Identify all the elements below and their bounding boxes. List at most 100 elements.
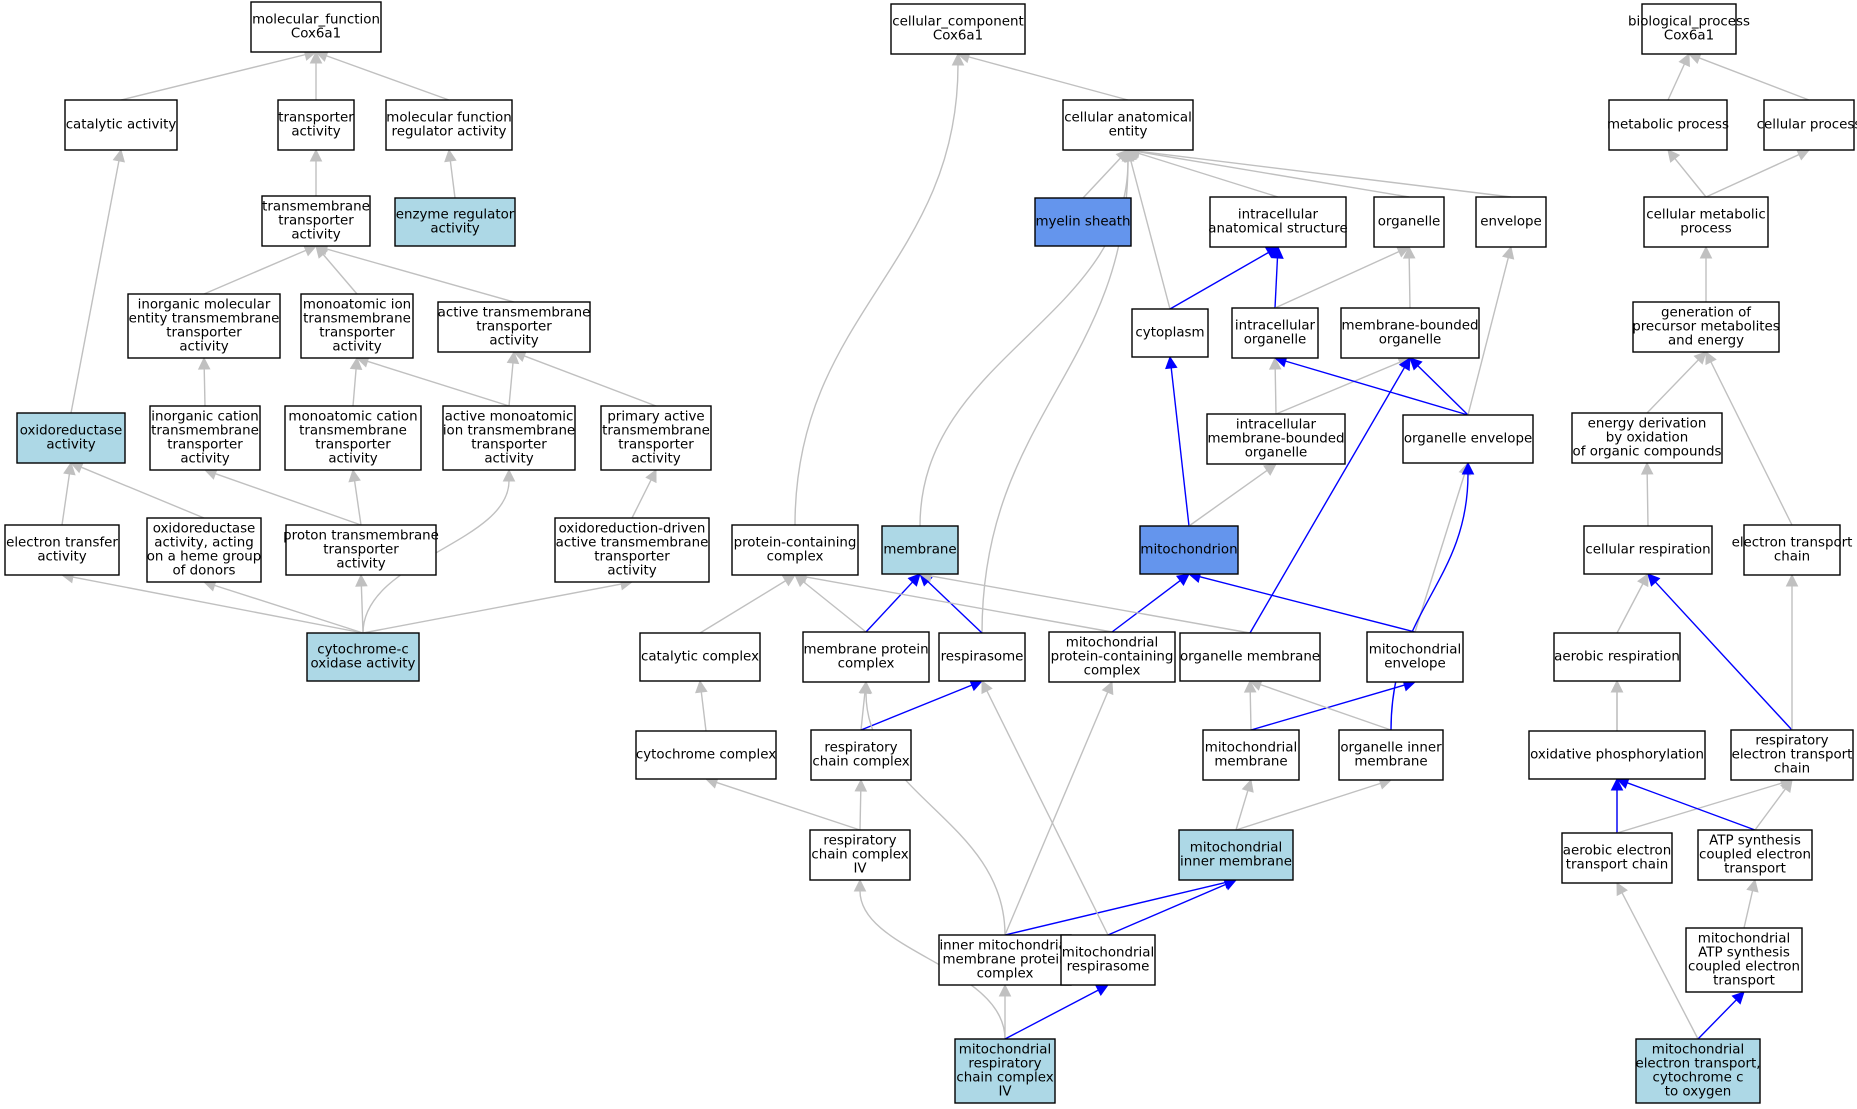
go-term-node-orgmem[interactable]: organelle membrane — [1179, 632, 1321, 682]
edge-line — [986, 690, 1109, 936]
node-box — [1178, 829, 1294, 881]
go-term-node-orgenv[interactable]: organelle envelope — [1402, 414, 1534, 464]
edge-arrowhead — [1263, 463, 1277, 476]
go-term-node-monocat[interactable]: monoatomic cationtransmembranetransporte… — [284, 405, 422, 471]
node-box — [1685, 927, 1803, 993]
go-term-node-catalytic[interactable]: catalytic activity — [64, 99, 178, 151]
go-term-node-respirasome[interactable]: respirasome — [938, 632, 1026, 682]
edge-catcomplex-to-pcc — [699, 574, 796, 634]
edge-line — [214, 584, 364, 634]
node-box — [1338, 729, 1444, 781]
edge-line — [700, 691, 707, 732]
go-term-node-catcomplex[interactable]: catalytic complex — [639, 632, 761, 682]
go-term-node-organelle[interactable]: organelle — [1373, 196, 1445, 248]
go-term-node-cytoplasm[interactable]: cytoplasm — [1131, 308, 1209, 358]
node-box — [554, 517, 710, 583]
edge-line — [1654, 581, 1793, 731]
node-label-line: complex — [767, 550, 824, 565]
edge-arrowhead — [1101, 680, 1114, 696]
node-label-line: organelle membrane — [1180, 650, 1320, 665]
edge-arrowhead — [63, 461, 76, 476]
go-term-node-envelope[interactable]: envelope — [1475, 196, 1547, 248]
go-term-node-metab[interactable]: metabolic process — [1607, 99, 1729, 151]
edge-mitoet-to-aetc — [1616, 882, 1699, 1040]
node-label-line: transporter — [594, 550, 670, 565]
edge-line — [927, 581, 983, 634]
go-term-node-monoion[interactable]: monoatomic iontransmembranetransporterac… — [300, 293, 414, 359]
go-term-node-cellresp[interactable]: cellular respiration — [1583, 525, 1713, 575]
edge-arrowhead — [444, 148, 457, 163]
edge-arrowhead — [1268, 356, 1282, 370]
node-box — [1583, 525, 1713, 575]
edge-line — [120, 53, 306, 101]
go-term-node-myelin[interactable]: myelin sheath — [1034, 197, 1132, 247]
node-label-line: ATP synthesis — [1698, 946, 1790, 961]
go-term-node-cytcomplex[interactable]: cytochrome complex — [635, 730, 777, 780]
node-label-line: catalytic complex — [641, 650, 759, 665]
node-box — [385, 99, 513, 151]
edge-line — [1082, 157, 1121, 199]
edge-arrowhead — [1222, 878, 1238, 891]
node-label-line: envelope — [1384, 657, 1446, 672]
edge-line — [1169, 251, 1269, 310]
node-box — [64, 99, 178, 151]
go-term-node-cellproc[interactable]: cellular process — [1757, 99, 1857, 151]
go-term-node-membrane[interactable]: membrane — [881, 525, 959, 575]
node-box — [1179, 632, 1321, 682]
node-label-line: activity, acting — [154, 536, 253, 551]
node-label-line: transmembrane — [262, 200, 370, 215]
go-term-node-mito[interactable]: mitochondrion — [1139, 525, 1239, 575]
edge-line — [1235, 782, 1381, 831]
node-label-line: activity — [336, 557, 385, 572]
node-label-line: monoatomic ion — [303, 298, 411, 313]
go-term-node-oxphos[interactable]: oxidative phosphorylation — [1528, 730, 1706, 780]
go-term-node-primary[interactable]: primary activetransmembranetransporterac… — [600, 405, 712, 471]
go-term-node-aerobic[interactable]: aerobic respiration — [1553, 632, 1681, 682]
edge-line — [1235, 790, 1249, 831]
go-term-node-inorgcat[interactable]: inorganic cationtransmembranetransporter… — [149, 405, 261, 471]
node-box — [1034, 197, 1132, 247]
